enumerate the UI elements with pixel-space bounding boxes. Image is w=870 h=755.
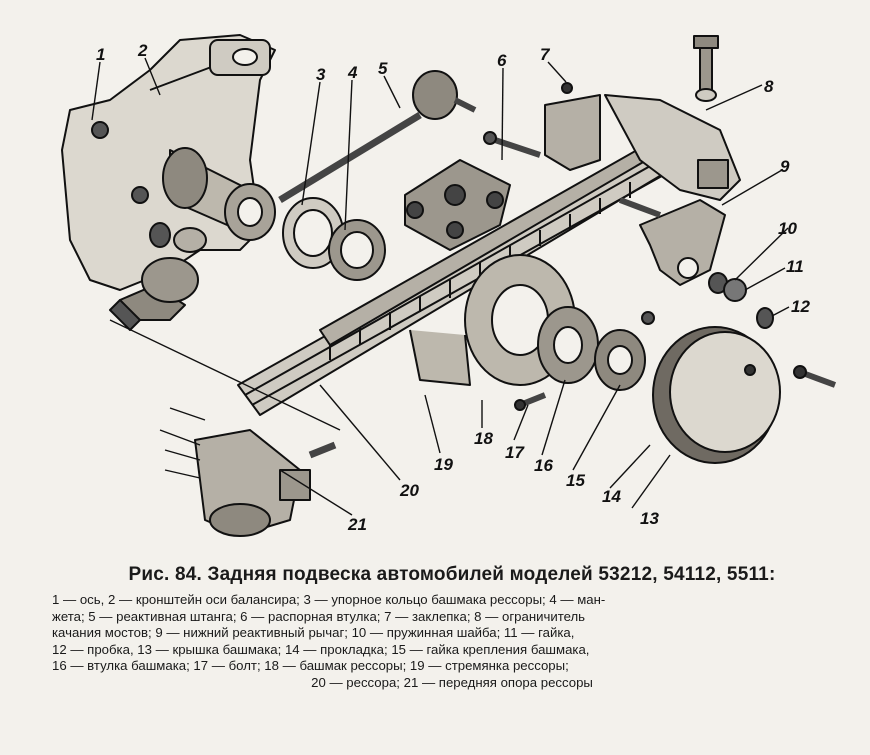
leader-lines [91, 57, 790, 516]
callout-1: 1 [96, 45, 105, 64]
limiter-bracket-part [483, 35, 741, 201]
callout-6: 6 [497, 51, 507, 70]
legend-line: жета; 5 — реактивная штанга; 6 — распорн… [52, 608, 586, 624]
callout-2: 2 [137, 41, 148, 60]
callout-3: 3 [316, 65, 326, 84]
legend-line: 16 — втулка башмака; 17 — болт; 18 — баш… [52, 658, 569, 673]
callout-17: 17 [505, 443, 525, 462]
thrust-ring-part [282, 197, 344, 269]
bolt-part [514, 392, 547, 411]
callout-12: 12 [791, 297, 810, 316]
callout-numbers: 1 2 3 4 5 6 7 8 9 10 11 12 13 14 15 16 1… [96, 41, 810, 534]
shoe-cover-part [652, 326, 781, 464]
callout-18: 18 [474, 429, 493, 448]
legend-line: 20 — рессора; 21 — передняя опора рессор… [311, 674, 593, 690]
callout-13: 13 [640, 509, 659, 528]
callout-21: 21 [347, 515, 367, 534]
callout-15: 15 [566, 471, 585, 490]
front-support-part [194, 429, 337, 537]
callout-19: 19 [434, 455, 453, 474]
suspension-exploded-diagram: 1 2 3 4 5 6 7 8 9 10 11 12 13 14 15 16 1… [61, 34, 837, 537]
callout-11: 11 [786, 257, 804, 276]
legend-text: 1 — ось, 2 — кронштейн оси балансира; 3 … [52, 592, 852, 691]
callout-20: 20 [399, 481, 419, 500]
figure-caption: Рис. 84. Задняя подвеска автомобилей мод… [52, 564, 852, 691]
reactive-rod-part [278, 70, 477, 203]
callout-7: 7 [540, 45, 551, 64]
callout-14: 14 [602, 487, 621, 506]
callout-16: 16 [534, 456, 553, 475]
callout-9: 9 [780, 157, 790, 176]
callout-10: 10 [778, 219, 797, 238]
figure-title: Рис. 84. Задняя подвеска автомобилей мод… [128, 564, 776, 585]
cuff-ring-part [328, 219, 386, 281]
legend-line: качания мостов; 9 — нижний реактивный ры… [52, 625, 575, 640]
lower-lever-part [618, 197, 726, 286]
legend-line: 1 — ось, 2 — кронштейн оси балансира; 3 … [52, 592, 606, 607]
bracket-axle-part [61, 34, 276, 291]
washer-nut-part [641, 272, 837, 388]
callout-4: 4 [347, 63, 358, 82]
shoe-nut-part [594, 329, 646, 391]
legend-line: 12 — пробка, 13 — крышка башмака; 14 — п… [52, 641, 590, 657]
callout-8: 8 [764, 77, 774, 96]
callout-5: 5 [378, 59, 388, 78]
center-mount-part [404, 159, 511, 386]
left-nut-part [109, 257, 199, 331]
shoe-bushing-part [537, 306, 599, 384]
